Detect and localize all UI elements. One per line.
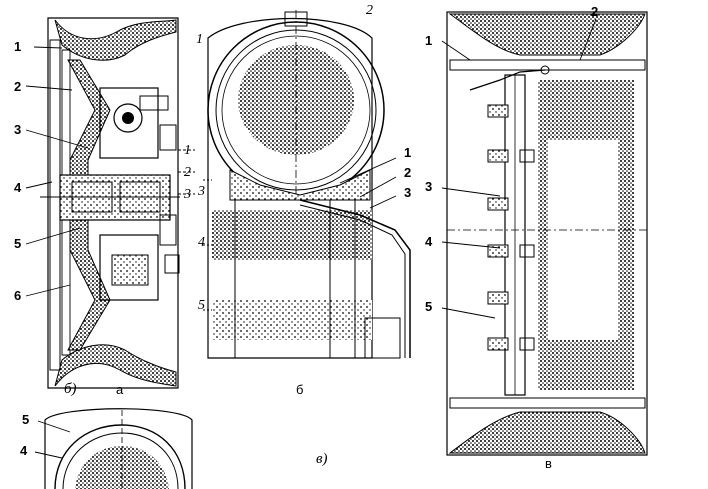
panel-c-sub-caption: в) [316,451,328,467]
panel-a-drawing [25,17,195,389]
panel-c-drawing [441,11,648,456]
panel-b-caption: б [296,382,304,397]
panel-b-left-callout-1: 1 [196,32,203,47]
panel-c-callout-2: 2 [591,4,599,19]
panel-b-right-callout-2: 2 [404,165,412,180]
panel-d-callout-5: 5 [22,412,30,427]
panel-a-inner-callout-2: 2 [184,165,191,180]
panel-d-callout-4: 4 [20,443,28,458]
panel-b-left-callout-3: 3 [198,184,205,199]
panel-a-sub-caption: б) [64,381,77,397]
panel-c-callout-4: 4 [425,234,433,249]
panel-c-caption: в [545,456,552,471]
panel-b-right-callout-3: 3 [404,185,412,200]
panel-a-callout-4: 4 [14,180,22,195]
panel-a-callout-2: 2 [14,79,22,94]
panel-b-left-callout-5: 5 [198,298,205,313]
panel-b-left-callout-4: 4 [198,235,205,250]
panel-b-right-callout-1: 1 [404,145,412,160]
panel-a-inner-callout-1: 1 [184,143,191,158]
panel-c-callout-5: 5 [425,299,433,314]
panel-a-callout-1: 1 [14,39,22,54]
panel-c-callout-1: 1 [425,33,433,48]
panel-b-drawing [203,10,411,359]
panel-a-caption: а [116,382,124,397]
panel-a-inner-callout-3: 3 [184,187,191,202]
panel-a-callout-5: 5 [14,236,22,251]
panel-b-top-callout: 2 [366,3,373,18]
panel-c-callout-3: 3 [425,179,433,194]
panel-d-drawing [34,408,193,489]
panel-a-callout-6: 6 [14,288,22,303]
panel-a-callout-3: 3 [14,122,22,137]
